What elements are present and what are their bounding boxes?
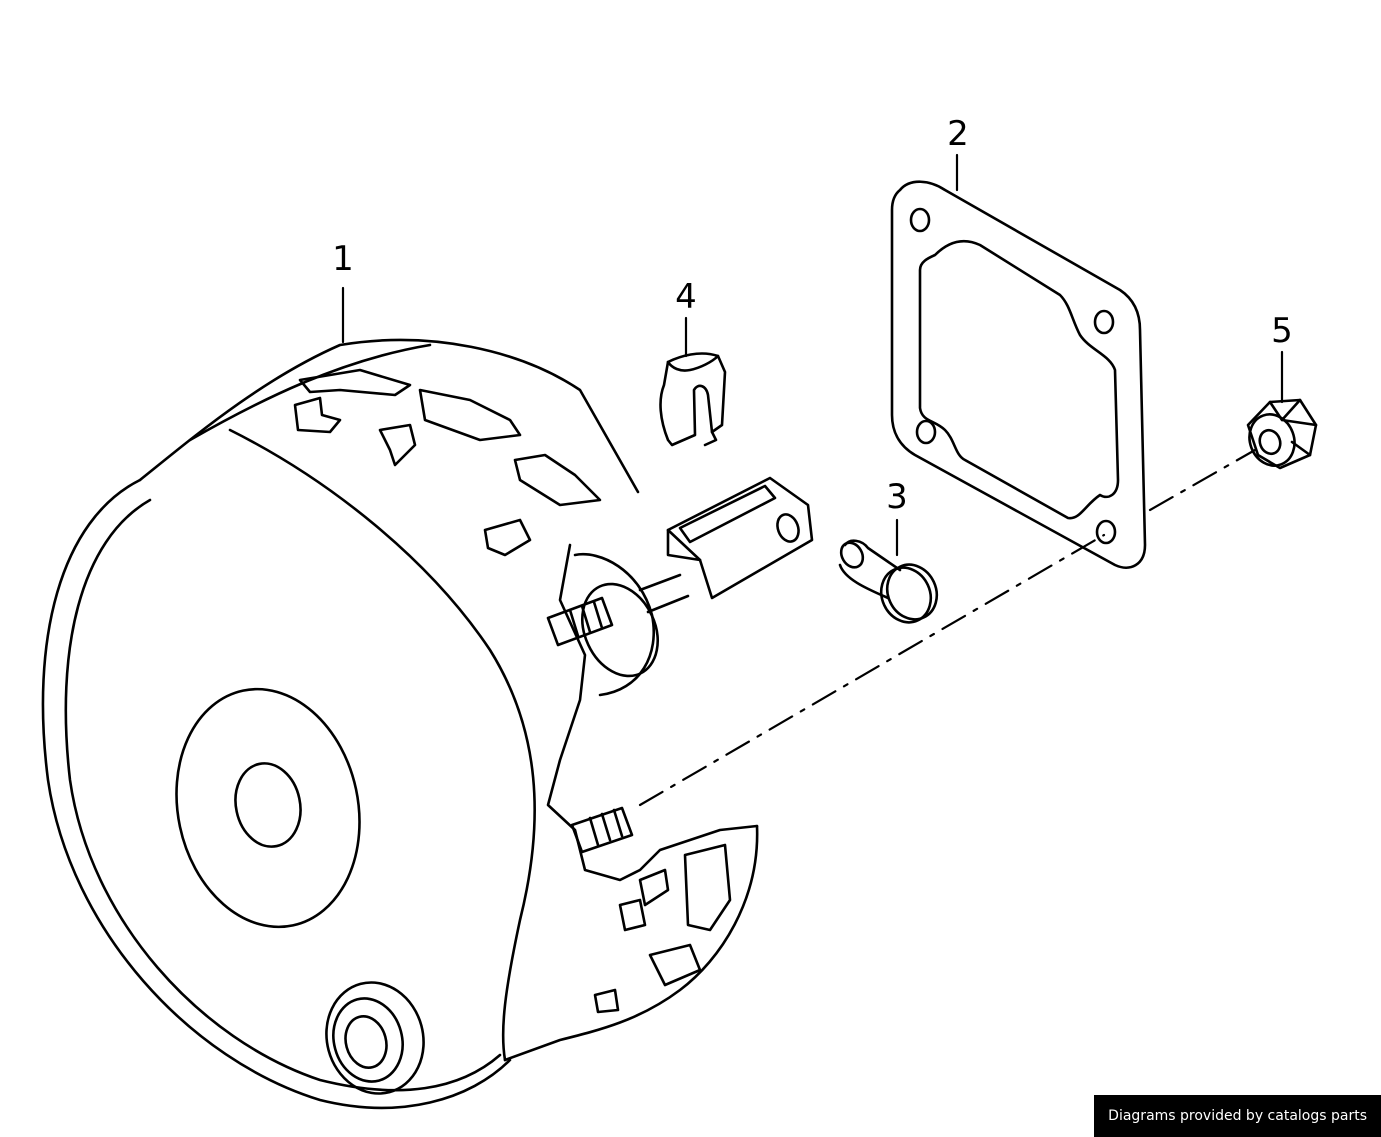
gasket-hole-2	[1093, 309, 1115, 335]
gasket-inner	[918, 239, 1120, 520]
callout-4: 4	[675, 277, 697, 317]
clip-tab	[703, 430, 718, 447]
clevis-fork	[666, 476, 814, 600]
push-rod	[638, 573, 690, 614]
callout-5: 5	[1271, 311, 1293, 351]
nut-bore	[1258, 428, 1282, 456]
gasket-hole-4	[1095, 519, 1117, 545]
gasket-hole-3	[915, 419, 937, 445]
housing-boss-outer	[325, 981, 425, 1095]
part-5-nut	[1246, 398, 1318, 470]
housing-tab-2	[378, 423, 417, 467]
housing-slot-1	[298, 368, 412, 397]
part-4-clip	[659, 352, 727, 447]
pin-head	[885, 563, 939, 621]
housing-slot-6	[648, 943, 702, 987]
pin-head-rim	[879, 566, 933, 624]
gasket-hole-1	[909, 207, 931, 233]
housing-front-rim	[64, 498, 502, 1092]
housing-slot-5	[638, 868, 670, 907]
part-2-gasket	[890, 180, 1147, 569]
nut-face	[1248, 413, 1296, 467]
housing-tab-3	[483, 518, 532, 557]
housing-boss-inner	[344, 1015, 388, 1069]
stud-lower-threads	[588, 808, 624, 847]
housing-boss-mid	[332, 997, 404, 1083]
stud-upper	[546, 596, 614, 647]
clevis-slot	[678, 484, 777, 544]
housing-side	[228, 428, 536, 1062]
housing-tab-5	[593, 988, 620, 1014]
credit-banner: Diagrams provided by catalogs parts	[1094, 1095, 1381, 1137]
callout-3: 3	[886, 477, 908, 517]
gasket-outer	[890, 180, 1147, 569]
clip-fold	[666, 354, 720, 372]
callout-2: 2	[947, 114, 969, 154]
centre-line-stud-to-gasket	[638, 533, 1106, 807]
clevis-hole	[776, 513, 800, 543]
housing-tab-4	[618, 898, 647, 932]
housing-slot-4	[683, 843, 732, 932]
mount-face	[581, 582, 659, 678]
housing-tab-1	[293, 396, 342, 434]
callout-labels: 1 2 3 4 5	[332, 114, 1293, 517]
clevis-side	[666, 528, 702, 562]
stud-upper-threads	[568, 600, 604, 638]
leader-lines	[341, 153, 1284, 557]
housing-hub-outer	[175, 687, 361, 929]
clip-body	[659, 352, 727, 447]
centre-line-gasket-to-nut	[1148, 448, 1257, 512]
housing-front-face	[41, 478, 512, 1110]
assembly-lines	[638, 448, 1257, 807]
housing-right-edge	[546, 543, 759, 882]
nut-chamfer	[1268, 398, 1318, 457]
housing-hub-inner	[234, 762, 302, 848]
housing-top-edge	[138, 338, 640, 494]
housing-slot-2	[418, 388, 522, 442]
housing-slot-3	[513, 453, 602, 507]
nut-hex	[1246, 398, 1318, 470]
housing-lower-shell	[503, 824, 759, 1062]
callout-1: 1	[332, 239, 354, 279]
pin-shank	[838, 539, 902, 600]
stud-lower	[570, 806, 634, 854]
part-3-pin	[838, 539, 939, 624]
part-1-housing	[41, 338, 814, 1110]
pin-tip	[839, 541, 865, 569]
